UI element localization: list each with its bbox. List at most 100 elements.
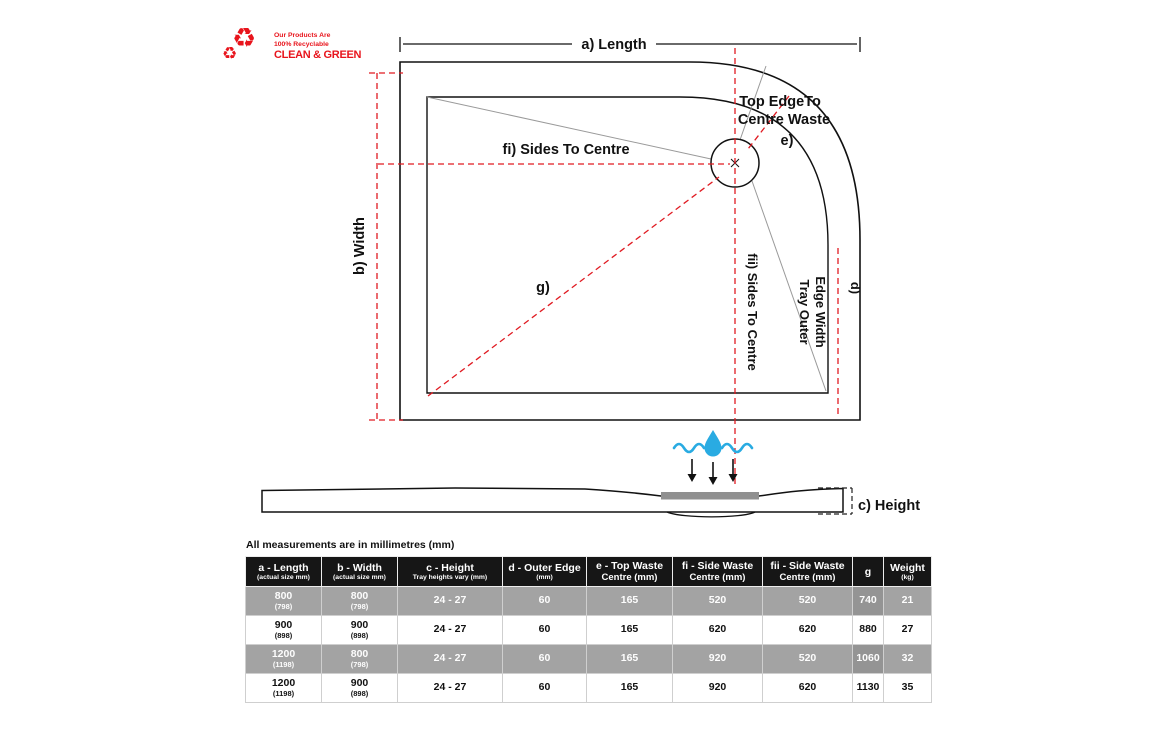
col-header: a - Length(actual size mm) xyxy=(245,556,322,587)
col-header-title: Weight xyxy=(890,561,925,574)
cell-c: 24 - 27 xyxy=(397,644,503,674)
cell-value: 920 xyxy=(708,681,727,694)
cell-value: 800 xyxy=(350,647,369,660)
cell-fi: 920 xyxy=(672,673,763,703)
cell-value: 21 xyxy=(901,594,914,607)
label-e: e) xyxy=(781,133,794,149)
cell-value: 880 xyxy=(859,623,877,636)
label-g: g) xyxy=(536,280,550,296)
cell-g: 1130 xyxy=(852,673,884,703)
recycle-icon: ♻ ♻ xyxy=(222,24,268,72)
measurements-note: All measurements are in millimetres (mm) xyxy=(246,539,455,551)
cell-fii: 620 xyxy=(762,673,853,703)
cell-actual-size: (798) xyxy=(274,602,293,612)
cell-fi: 620 xyxy=(672,615,763,645)
cell-value: 165 xyxy=(620,652,639,665)
g-diagonal-dim-line xyxy=(427,176,720,397)
col-header-title: a - Length xyxy=(258,561,309,574)
col-header: g xyxy=(852,556,884,587)
cell-value: 60 xyxy=(538,652,551,665)
header-row: a - Length(actual size mm)b - Width(actu… xyxy=(245,556,932,587)
tray-side-profile xyxy=(261,487,844,513)
flow-arrows xyxy=(687,459,738,485)
logo-text: Our Products Are 100% Recyclable CLEAN &… xyxy=(274,30,361,62)
tray-outer-outline xyxy=(399,61,861,421)
dimension-dashed-lines xyxy=(369,48,839,487)
logo-tagline-3: CLEAN & GREEN xyxy=(274,49,362,61)
cell-actual-size: (898) xyxy=(274,631,293,641)
cell-actual-size: (1198) xyxy=(272,660,295,670)
cell-a: 1200(1198) xyxy=(245,673,322,703)
label-tray-outer-line2: Edge Width xyxy=(813,276,828,347)
cell-value: 520 xyxy=(708,594,727,607)
cell-value: 24 - 27 xyxy=(433,623,467,636)
logo-tagline-2: 100% Recyclable xyxy=(274,40,329,48)
col-header-subtitle: (actual size mm) xyxy=(257,573,310,581)
cell-value: 620 xyxy=(798,681,817,694)
col-header-title: d - Outer Edge xyxy=(508,561,581,574)
cell-g: 880 xyxy=(852,615,884,645)
recycle-logo: ♻ ♻ Our Products Are 100% Recyclable CLE… xyxy=(222,24,361,72)
col-header-title: g xyxy=(864,565,872,578)
recycle-icon-large: ♻ xyxy=(232,23,257,53)
waste-flange xyxy=(661,492,759,500)
label-tray-outer-line1: Tray Outer xyxy=(797,279,812,344)
cell-b: 800(798) xyxy=(321,586,398,616)
col-header-title: e - Top Waste xyxy=(595,560,664,572)
cell-value: 1060 xyxy=(856,652,880,665)
size-table-head: a - Length(actual size mm)b - Width(actu… xyxy=(245,556,932,587)
cell-value: 24 - 27 xyxy=(433,594,467,607)
cell-fi: 520 xyxy=(672,586,763,616)
cell-value: 24 - 27 xyxy=(433,681,467,694)
cell-actual-size: (1198) xyxy=(272,689,295,699)
water-wave-left xyxy=(672,442,706,454)
cell-weight: 27 xyxy=(883,615,932,645)
cell-e: 165 xyxy=(586,586,673,616)
recycle-icon-small: ♻ xyxy=(222,44,238,63)
label-width: b) Width xyxy=(352,217,368,275)
e-dim-line xyxy=(747,95,790,150)
label-top-edge-line1: Top EdgeTo xyxy=(739,94,821,110)
cell-actual-size: (798) xyxy=(350,660,369,670)
cell-fii: 520 xyxy=(762,644,853,674)
col-header-subtitle: Centre (mm) xyxy=(689,572,746,583)
cell-value: 620 xyxy=(798,623,817,636)
cell-a: 900(898) xyxy=(245,615,322,645)
cell-value: 520 xyxy=(798,652,817,665)
cell-value: 620 xyxy=(708,623,727,636)
cell-g: 1060 xyxy=(852,644,884,674)
cell-value: 165 xyxy=(620,681,639,694)
cell-weight: 32 xyxy=(883,644,932,674)
cell-value: 27 xyxy=(901,623,914,636)
cell-value: 520 xyxy=(798,594,817,607)
water-drop-icon xyxy=(704,430,722,457)
cell-value: 800 xyxy=(274,589,293,602)
col-header: Weight(kg) xyxy=(883,556,932,587)
cell-value: 24 - 27 xyxy=(433,652,467,665)
label-length: a) Length xyxy=(581,37,646,53)
cell-value: 1200 xyxy=(271,676,296,689)
cell-value: 900 xyxy=(350,676,369,689)
col-header-title: fi - Side Waste xyxy=(681,560,754,572)
label-sides-to-centre-fii: fii) Sides To Centre xyxy=(745,253,760,371)
cell-c: 24 - 27 xyxy=(397,615,503,645)
label-sides-to-centre-fi: fi) Sides To Centre xyxy=(502,142,629,158)
cell-c: 24 - 27 xyxy=(397,673,503,703)
cell-value: 60 xyxy=(538,594,551,607)
cell-value: 800 xyxy=(350,589,369,602)
cell-value: 900 xyxy=(274,618,293,631)
cell-value: 165 xyxy=(620,594,639,607)
cell-b: 900(898) xyxy=(321,673,398,703)
cell-fi: 920 xyxy=(672,644,763,674)
cell-actual-size: (798) xyxy=(350,602,369,612)
cell-value: 60 xyxy=(538,681,551,694)
cell-d: 60 xyxy=(502,615,587,645)
guide-lines xyxy=(426,65,827,392)
